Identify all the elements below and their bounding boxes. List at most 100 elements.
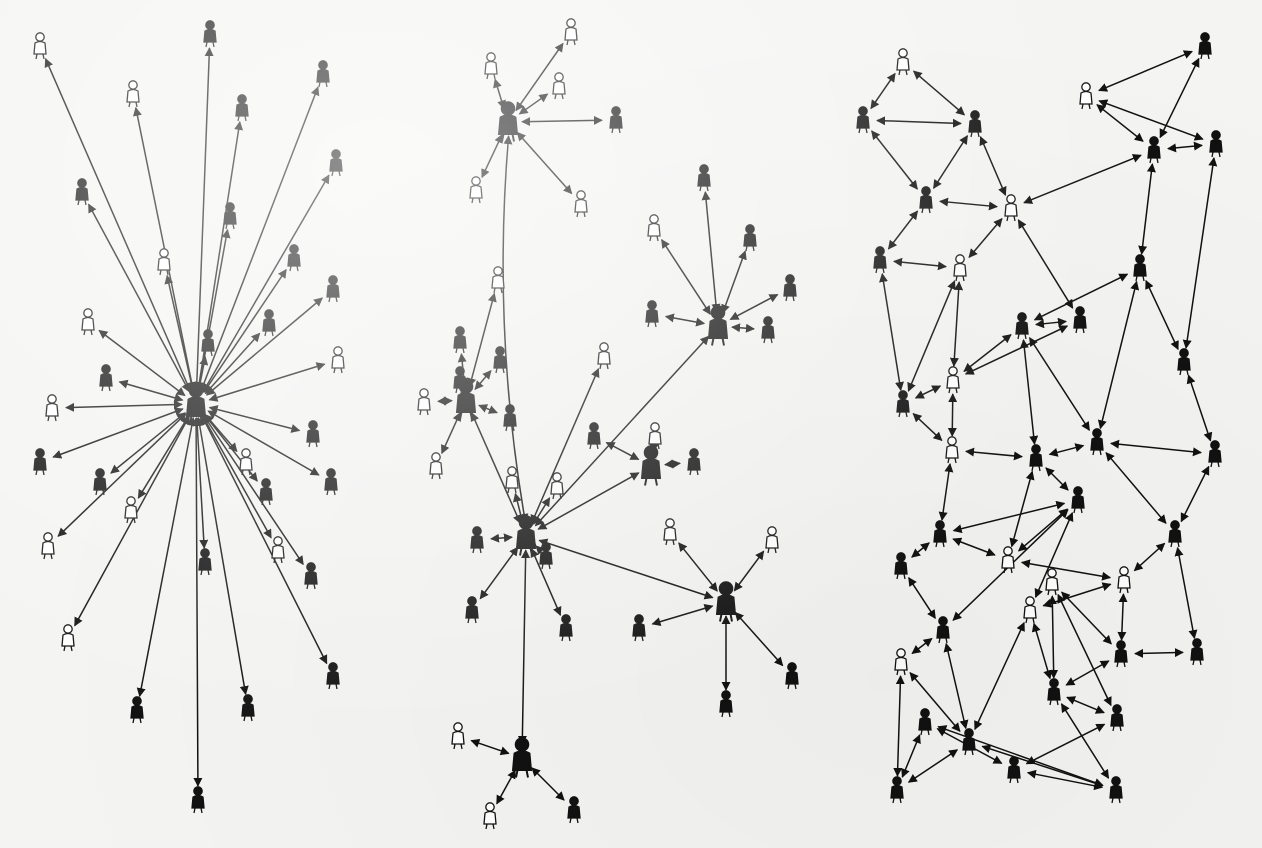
arrow xyxy=(538,473,639,529)
person-icon xyxy=(891,777,903,803)
arrow xyxy=(872,131,918,189)
arrow xyxy=(1061,704,1108,778)
arrow xyxy=(1178,548,1195,638)
arrow xyxy=(203,416,271,538)
person-icon xyxy=(766,527,778,553)
arrow xyxy=(1018,220,1072,308)
person-icon xyxy=(1111,705,1123,731)
person-icon xyxy=(305,563,317,589)
person-icon xyxy=(1118,567,1130,593)
person-icon xyxy=(471,527,483,553)
person-icon xyxy=(62,625,74,651)
person-icon xyxy=(664,519,676,545)
person-icon xyxy=(954,255,966,281)
person-icon xyxy=(327,276,339,302)
arrow xyxy=(438,401,452,402)
person-icon xyxy=(430,453,442,479)
person-icon xyxy=(553,73,565,99)
arrow xyxy=(705,192,716,312)
person-icon xyxy=(1209,441,1221,467)
person-icon xyxy=(327,663,339,689)
arrow xyxy=(1099,51,1192,90)
person-icon xyxy=(919,709,931,735)
distributed-network-panel xyxy=(857,33,1222,803)
arrow xyxy=(1034,623,1050,678)
person-icon xyxy=(897,391,909,417)
person-icon xyxy=(1072,487,1084,513)
person-icon xyxy=(610,107,622,133)
arrow xyxy=(497,770,515,803)
arrow xyxy=(138,416,188,498)
arrow xyxy=(1111,443,1201,452)
person-icon xyxy=(199,549,211,575)
person-icon xyxy=(895,553,907,579)
person-icon xyxy=(762,317,774,343)
arrow xyxy=(119,382,182,400)
person-icon xyxy=(784,275,796,301)
person-icon xyxy=(100,365,112,391)
person-icon xyxy=(560,615,572,641)
person-icon xyxy=(874,247,886,273)
arrow xyxy=(197,418,204,548)
person-icon xyxy=(204,21,216,47)
arrow xyxy=(1142,164,1153,254)
person-icon xyxy=(648,215,660,241)
arrow xyxy=(1066,661,1109,685)
arrow xyxy=(662,240,711,315)
arrow xyxy=(1026,724,1104,763)
arrow xyxy=(470,294,495,387)
arrow xyxy=(975,623,1024,730)
person-icon xyxy=(1134,255,1146,281)
person-icon xyxy=(492,267,504,293)
person-icon xyxy=(1091,429,1103,455)
arrow xyxy=(910,673,960,732)
person-icon xyxy=(633,615,645,641)
arrow xyxy=(1168,145,1202,148)
arrow xyxy=(1146,281,1178,350)
person-icon xyxy=(224,203,236,229)
arrow xyxy=(480,547,517,598)
arrow xyxy=(1019,509,1068,551)
person-icon xyxy=(127,81,139,107)
person-icon xyxy=(1199,33,1211,59)
person-icon xyxy=(895,649,907,675)
person-icon xyxy=(325,469,337,495)
arrow xyxy=(535,336,708,525)
person-icon xyxy=(317,61,329,87)
person-icon xyxy=(288,245,300,271)
person-icon xyxy=(646,301,658,327)
person-icon xyxy=(963,729,975,755)
person-icon xyxy=(263,310,275,336)
centralized-network-panel xyxy=(34,21,344,813)
person-icon xyxy=(649,423,661,449)
arrow xyxy=(1022,562,1110,577)
arrow xyxy=(1030,338,1090,430)
arrow xyxy=(1036,321,1066,324)
arrow xyxy=(1188,375,1210,440)
person-icon xyxy=(744,225,756,251)
person-icon xyxy=(470,177,482,203)
arrow xyxy=(723,251,745,313)
person-icon xyxy=(1080,83,1092,109)
person-icon xyxy=(1030,445,1042,471)
arrow xyxy=(532,369,599,523)
person-icon xyxy=(688,449,700,475)
person-icon xyxy=(720,691,732,717)
person-icon xyxy=(34,33,46,59)
person-icon xyxy=(506,467,518,493)
person-icon xyxy=(937,617,949,643)
arrow xyxy=(1135,652,1183,653)
person-icon xyxy=(568,797,580,823)
arrow xyxy=(909,750,958,782)
arrow xyxy=(1186,158,1214,348)
arrow xyxy=(912,638,932,653)
person-icon xyxy=(82,309,94,335)
arrow xyxy=(202,417,326,664)
person-icon xyxy=(485,53,497,79)
arrow xyxy=(442,413,460,454)
person-icon xyxy=(1005,195,1017,221)
arrow xyxy=(53,409,183,457)
person-icon xyxy=(575,191,587,217)
arrow xyxy=(201,87,318,391)
